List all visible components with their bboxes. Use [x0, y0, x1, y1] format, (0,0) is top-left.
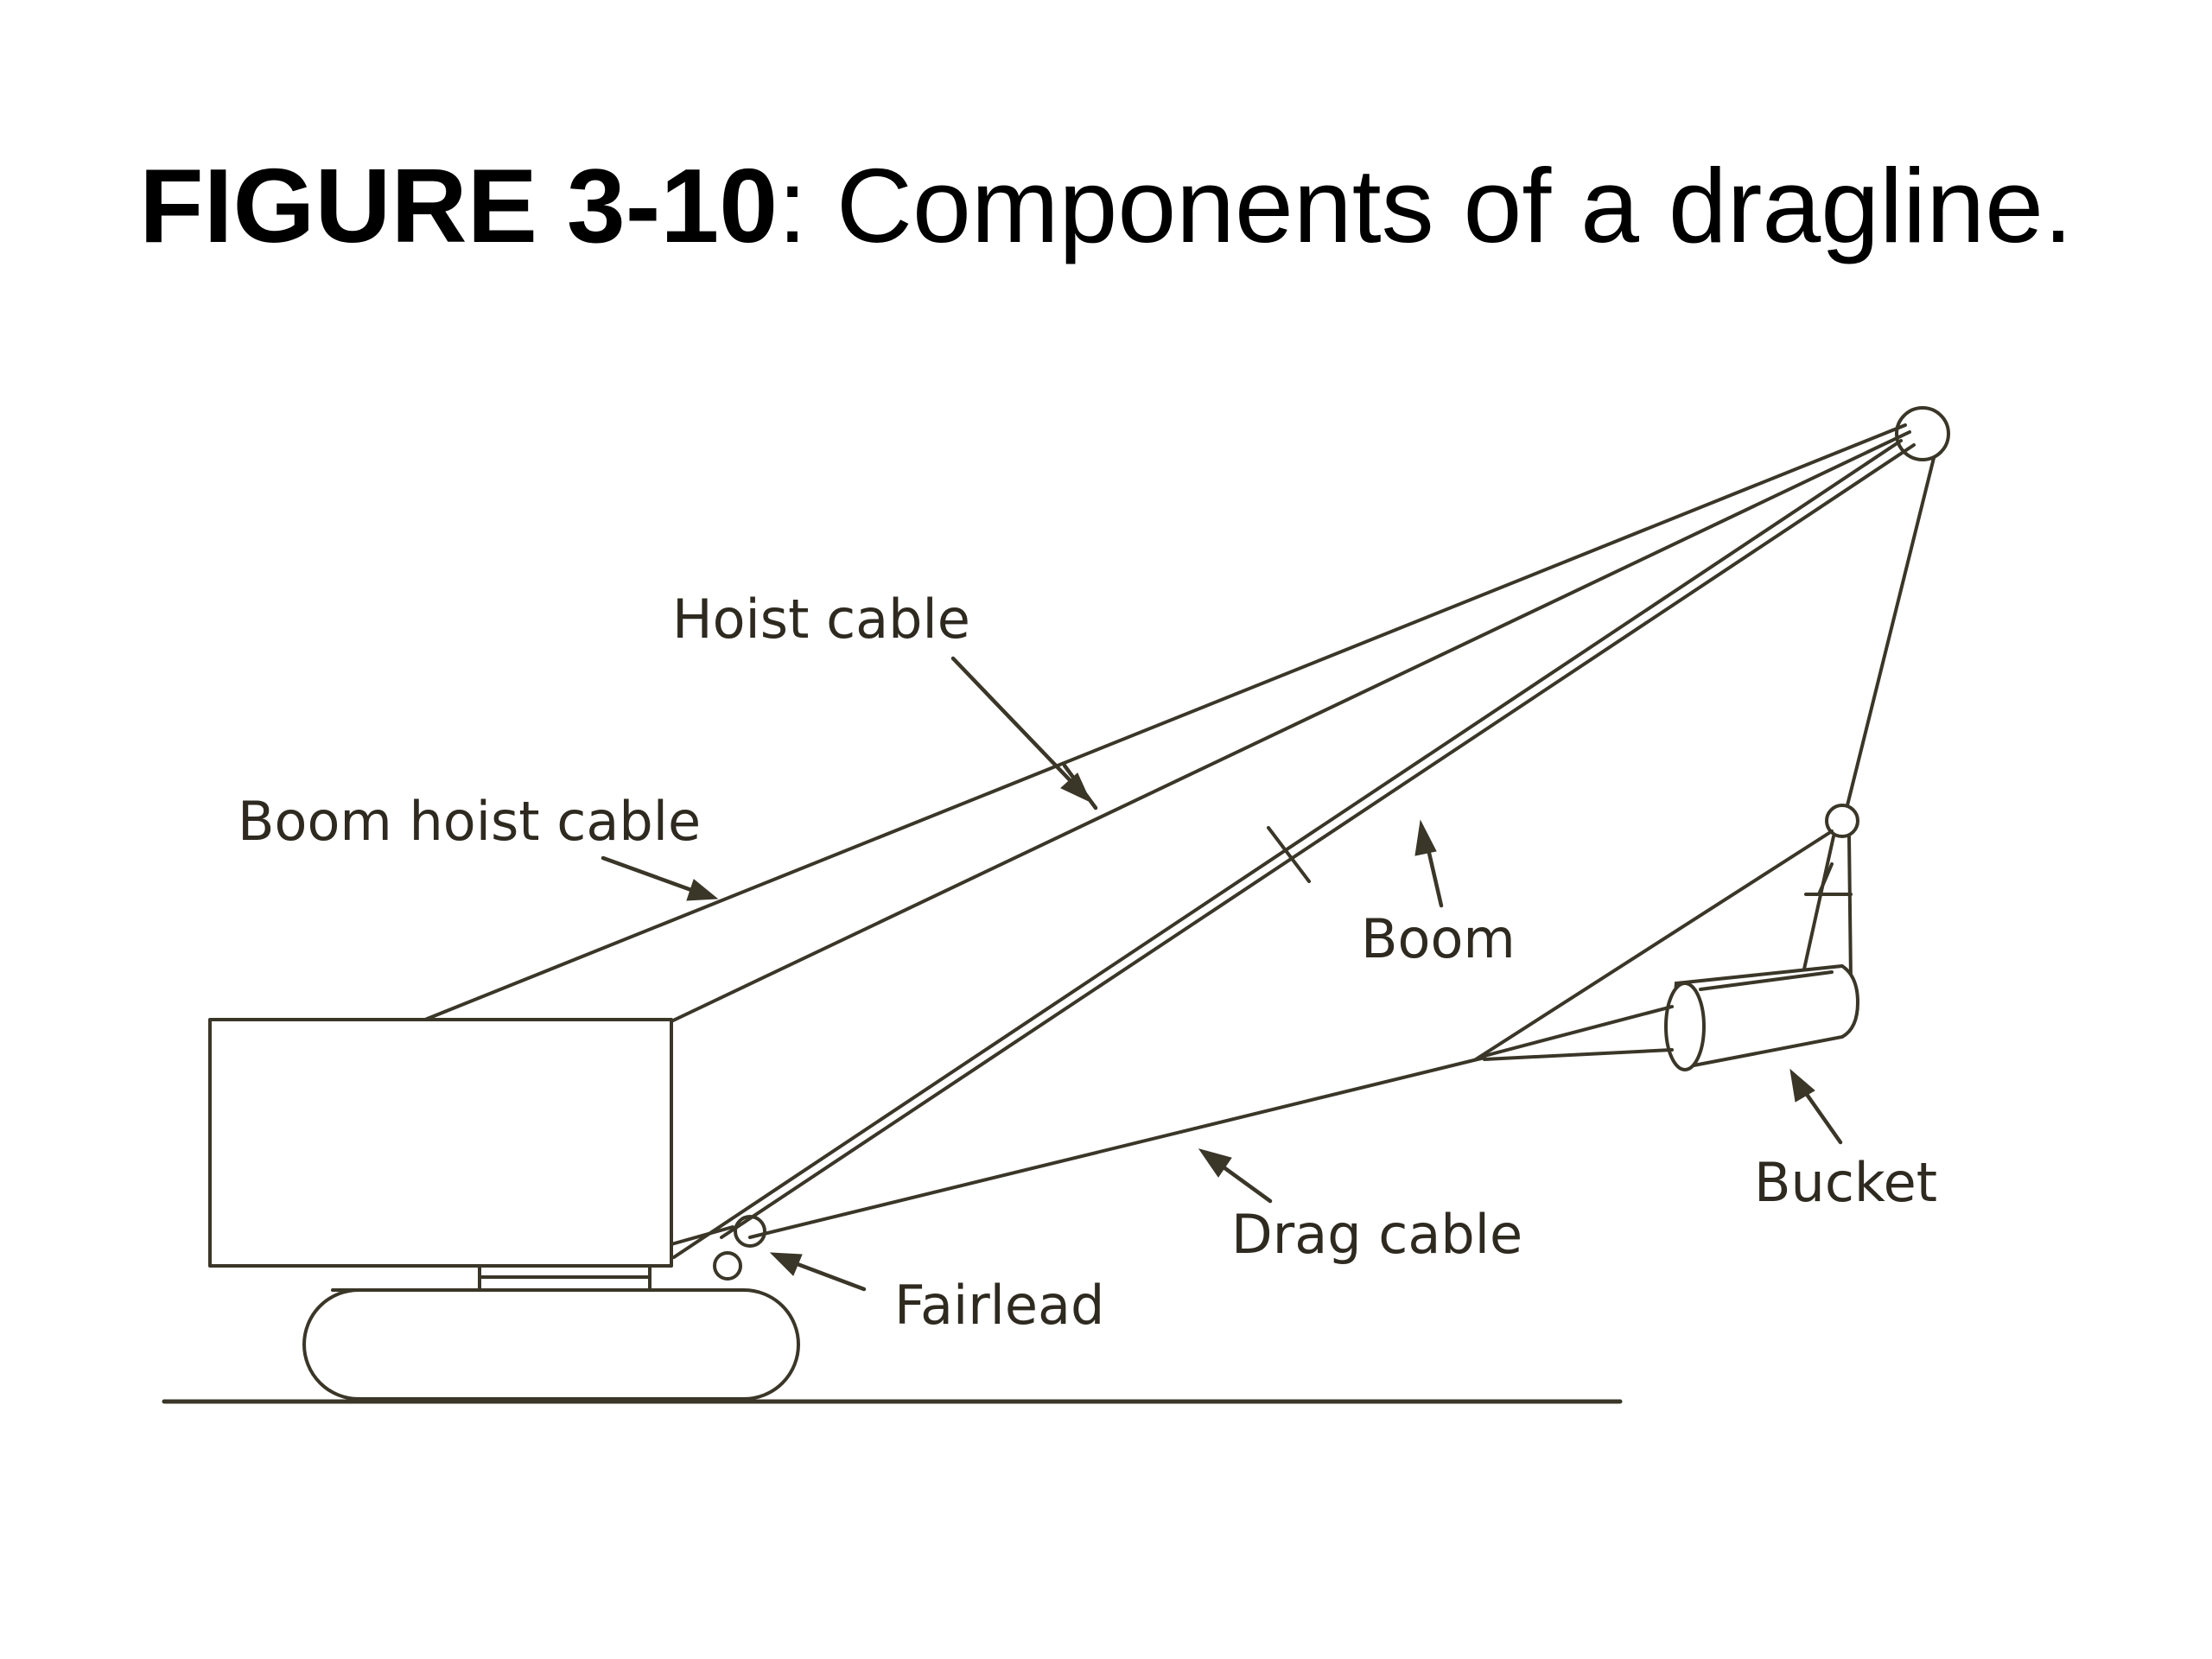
dump-line: [1474, 830, 1834, 1061]
hoist-line-to-bucket: [1846, 456, 1936, 807]
boom-arrowhead: [1414, 819, 1437, 856]
label-hoist-cable: Hoist cable: [672, 588, 970, 651]
spreader-tick: [1817, 862, 1834, 896]
hoist-cable-tick: [1062, 763, 1098, 810]
boom-lower-chord: [672, 439, 1903, 1259]
drag-cable-arrowhead: [1198, 1148, 1232, 1178]
bucket-mouth: [1664, 982, 1706, 1071]
hoist-ring: [1825, 804, 1859, 838]
label-bucket: Bucket: [1754, 1151, 1937, 1214]
figure-number: FIGURE 3-10: [139, 147, 779, 264]
boom-tip-sheave: [1895, 406, 1950, 461]
fairlead-sheave-upper: [734, 1215, 766, 1248]
fairlead-leader: [788, 1259, 867, 1292]
hoist-chain-left: [1800, 835, 1835, 982]
fairlead-arrowhead: [769, 1252, 803, 1276]
figure-caption: : Components of a dragline.: [778, 147, 2073, 264]
boom-upper-chord: [720, 443, 1916, 1239]
hoist-chain-right: [1847, 835, 1853, 982]
hoist-cable: [670, 430, 1911, 1023]
boom-lacing: [1267, 826, 1311, 883]
figure-title: FIGURE 3-10: Components of a dragline.: [0, 145, 2212, 266]
label-drag-cable: Drag cable: [1231, 1203, 1522, 1266]
boom-hoist-cable-arrowhead: [686, 879, 719, 901]
fairlead-sheave-lower: [713, 1251, 742, 1281]
hoist-cable-arrowhead: [1060, 772, 1092, 804]
label-boom: Boom: [1361, 907, 1516, 970]
boom-foot-link: [670, 1225, 734, 1246]
hoist-cable-leader: [950, 656, 1078, 789]
label-boom-hoist-cable: Boom hoist cable: [238, 790, 701, 853]
machine-house: [208, 1018, 673, 1268]
crawler-track: [302, 1288, 800, 1401]
drag-cable-leader: [1214, 1160, 1273, 1204]
boom-hoist-cable: [423, 423, 1907, 1021]
drag-chain-upper: [1483, 1005, 1674, 1058]
drag-cable: [748, 1056, 1486, 1239]
drag-chain-lower: [1483, 1048, 1674, 1061]
bucket-arrowhead: [1789, 1068, 1815, 1103]
label-fairlead: Fairlead: [894, 1274, 1104, 1337]
bucket-leader: [1799, 1084, 1843, 1145]
bucket-rim: [1699, 970, 1834, 991]
boom-hoist-cable-leader: [601, 855, 694, 893]
